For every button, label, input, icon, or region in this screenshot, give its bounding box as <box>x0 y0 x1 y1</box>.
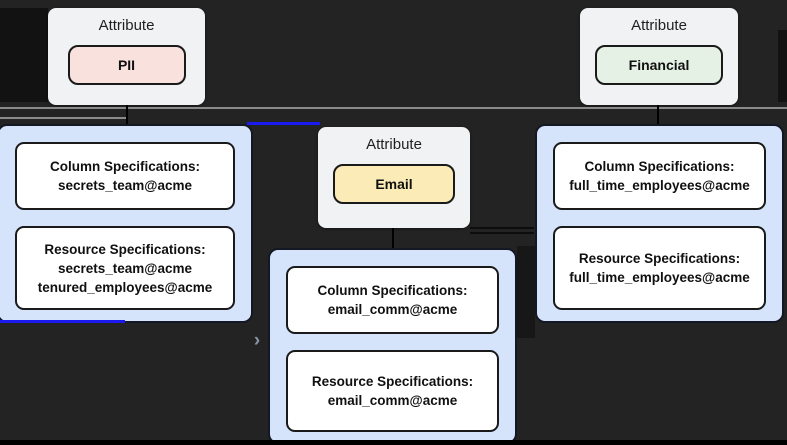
resource-specifications-box[interactable]: Resource Specifications: email_comm@acme <box>286 350 499 432</box>
attribute-tag-email[interactable]: Email <box>333 164 455 204</box>
edge-connector-pii <box>126 105 128 124</box>
spec-title: Column Specifications: <box>317 283 468 298</box>
attribute-node-title: Attribute <box>366 136 422 153</box>
spec-value: email_comm@acme <box>327 393 458 408</box>
dark-panel-left <box>0 8 48 102</box>
attribute-node-pii[interactable]: Attribute PII <box>48 8 205 105</box>
spec-values: full_time_employees@acme <box>569 268 750 287</box>
edge-connector-email <box>392 228 394 248</box>
attribute-node-title: Attribute <box>98 17 155 34</box>
spec-title: Resource Specifications: <box>311 374 474 389</box>
edge-connector-financial <box>657 105 659 124</box>
edge-dark-line <box>470 232 534 234</box>
group-node-email-comm[interactable]: Column Specifications: email_comm@acme R… <box>268 248 517 444</box>
attribute-tag-financial[interactable]: Financial <box>595 45 723 85</box>
edge-dark-line <box>470 227 534 229</box>
spec-value: secrets_team@acme <box>57 178 192 193</box>
spec-value: secrets_team@acme <box>57 260 192 276</box>
spec-title: Resource Specifications: <box>578 251 741 266</box>
bottom-black-strip <box>0 440 787 445</box>
attribute-tag-pii[interactable]: PII <box>67 45 186 85</box>
dark-panel-gap <box>517 246 535 338</box>
spec-title: Resource Specifications: <box>44 241 206 257</box>
spec-values: secrets_team@acme <box>58 176 192 195</box>
attribute-node-email[interactable]: Attribute Email <box>318 127 470 228</box>
spec-value: tenured_employees@acme <box>37 279 213 295</box>
column-specifications-box[interactable]: Column Specifications: secrets_team@acme <box>15 142 235 210</box>
column-specifications-box[interactable]: Column Specifications: email_comm@acme <box>286 266 499 334</box>
spec-value: email_comm@acme <box>327 302 458 317</box>
attribute-node-financial[interactable]: Attribute Financial <box>580 8 738 105</box>
edge-arrowhead-icon: › <box>253 330 261 351</box>
edge-horizontal-gray <box>0 107 787 109</box>
column-specifications-box[interactable]: Column Specifications: full_time_employe… <box>553 142 766 210</box>
resource-specifications-box[interactable]: Resource Specifications: full_time_emplo… <box>553 226 766 310</box>
spec-value: full_time_employees@acme <box>569 270 750 285</box>
spec-values: email_comm@acme <box>328 391 457 410</box>
spec-value: full_time_employees@acme <box>569 178 750 193</box>
spec-title: Column Specifications: <box>584 159 735 174</box>
spec-values: secrets_team@acme tenured_employees@acme <box>38 259 213 297</box>
edge-horizontal-gray-short <box>0 117 128 119</box>
edge-blue-bottom <box>0 320 125 323</box>
edge-blue-top <box>247 122 320 125</box>
group-node-secrets-team[interactable]: Column Specifications: secrets_team@acme… <box>0 124 253 323</box>
spec-values: email_comm@acme <box>328 300 457 319</box>
spec-title: Column Specifications: <box>49 159 201 174</box>
group-node-full-time-employees[interactable]: Column Specifications: full_time_employe… <box>535 124 784 323</box>
spec-values: full_time_employees@acme <box>569 176 750 195</box>
dark-panel-right <box>778 30 787 102</box>
attribute-node-title: Attribute <box>631 17 687 34</box>
resource-specifications-box[interactable]: Resource Specifications: secrets_team@ac… <box>15 226 235 310</box>
